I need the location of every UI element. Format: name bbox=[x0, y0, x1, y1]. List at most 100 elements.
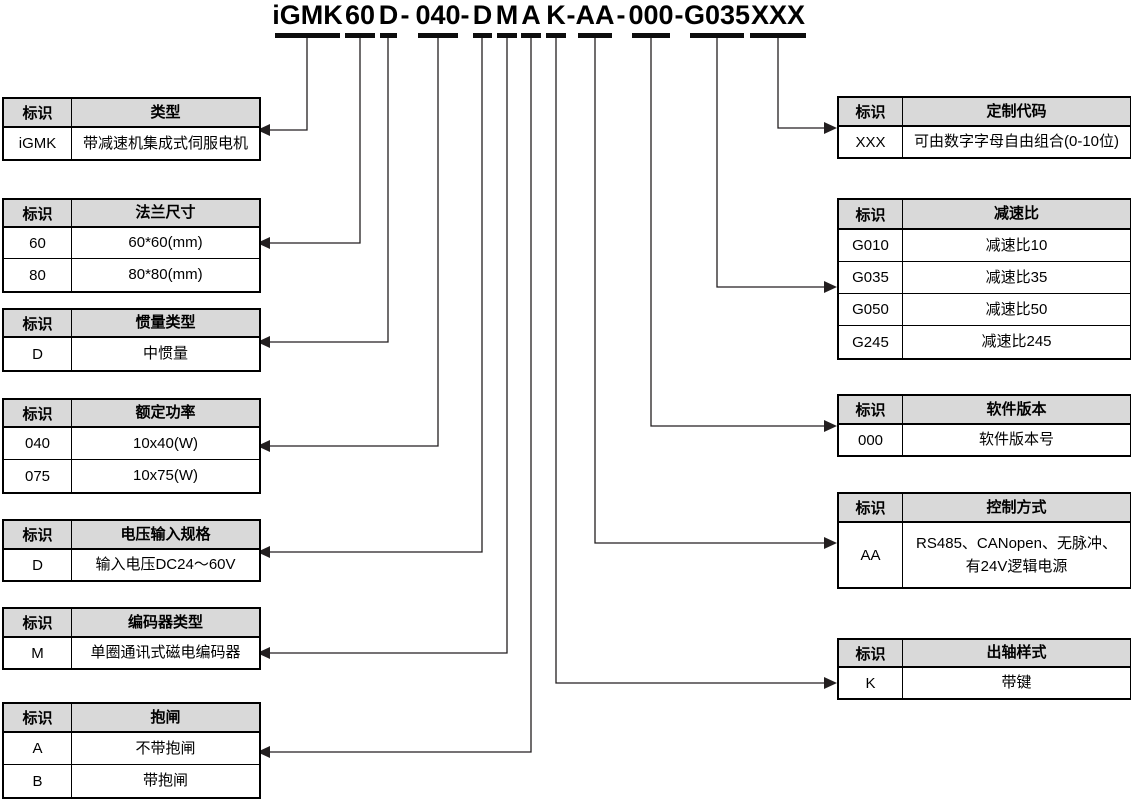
cell-code: K bbox=[839, 668, 903, 698]
code-separator: - bbox=[674, 0, 684, 30]
cell-desc: 减速比50 bbox=[985, 300, 1048, 318]
header-cell-desc: 类型 bbox=[150, 103, 181, 121]
table-header-row: 标识 法兰尺寸 bbox=[4, 200, 259, 228]
header-cell-code: 标识 bbox=[4, 521, 72, 548]
table-header-row: 标识 抱闸 bbox=[4, 704, 259, 733]
connector-line bbox=[650, 38, 824, 427]
header-cell-code: 标识 bbox=[4, 704, 72, 731]
cell-code: 60 bbox=[4, 228, 72, 258]
cell-desc: 单圈通讯式磁电编码器 bbox=[90, 644, 241, 662]
cell-code: G035 bbox=[839, 262, 903, 293]
table-custom-code: 标识 定制代码 XXX 可由数字字母自由组合(0-10位) bbox=[837, 96, 1131, 159]
header-cell-code: 标识 bbox=[4, 609, 72, 636]
cell-desc: 80*80(mm) bbox=[128, 266, 203, 284]
cell-desc: 带抱闸 bbox=[142, 772, 188, 790]
cell-code: XXX bbox=[839, 127, 903, 157]
connector-line bbox=[594, 38, 824, 544]
arrowhead-left-icon bbox=[257, 336, 270, 348]
arrowhead-left-icon bbox=[257, 546, 270, 558]
cell-desc: 带键 bbox=[1001, 674, 1032, 692]
header-cell-code: 标识 bbox=[839, 200, 903, 228]
header-cell-code: 标识 bbox=[839, 98, 903, 125]
table-row: 000 软件版本号 bbox=[839, 425, 1130, 455]
cell-desc: 中惯量 bbox=[142, 345, 188, 363]
header-cell-desc: 软件版本 bbox=[986, 400, 1047, 418]
header-cell-desc: 抱闸 bbox=[150, 708, 181, 726]
cell-code: D bbox=[4, 550, 72, 580]
header-cell-code: 标识 bbox=[4, 310, 72, 336]
code-segment-aa: AA bbox=[575, 0, 615, 30]
header-cell-desc: 电压输入规格 bbox=[120, 525, 211, 543]
table-row: XXX 可由数字字母自由组合(0-10位) bbox=[839, 127, 1130, 157]
cell-code: A bbox=[4, 733, 72, 764]
header-cell-code: 标识 bbox=[839, 640, 903, 666]
cell-desc: 减速比10 bbox=[985, 236, 1048, 254]
code-separator: - bbox=[460, 0, 470, 30]
cell-desc: 软件版本号 bbox=[978, 431, 1054, 449]
segment-underline bbox=[418, 33, 458, 38]
header-cell-desc: 额定功率 bbox=[135, 404, 196, 422]
table-header-row: 标识 类型 bbox=[4, 99, 259, 128]
cell-code: 000 bbox=[839, 425, 903, 455]
segment-underline bbox=[750, 33, 806, 38]
connector-line bbox=[555, 38, 824, 684]
table-row: G010 减速比10 bbox=[839, 230, 1130, 262]
arrowhead-right-icon bbox=[824, 677, 837, 689]
code-segment-m: M bbox=[495, 0, 519, 30]
cell-code: G010 bbox=[839, 230, 903, 261]
cell-desc: 带减速机集成式伺服电机 bbox=[82, 134, 248, 152]
segment-underline bbox=[380, 33, 397, 38]
header-cell-desc: 编码器类型 bbox=[127, 613, 203, 631]
table-header-row: 标识惯量类型 bbox=[4, 310, 259, 338]
table-row: G035 减速比35 bbox=[839, 262, 1130, 294]
arrowhead-right-icon bbox=[824, 420, 837, 432]
cell-code: G050 bbox=[839, 294, 903, 325]
cell-desc: 减速比35 bbox=[985, 268, 1048, 286]
table-row: 80 80*80(mm) bbox=[4, 259, 259, 291]
cell-code: 80 bbox=[4, 259, 72, 291]
table-header-row: 标识控制方式 bbox=[839, 494, 1130, 523]
table-header-row: 标识软件版本 bbox=[839, 396, 1130, 425]
cell-desc: 60*60(mm) bbox=[128, 234, 203, 252]
table-row: K 带键 bbox=[839, 668, 1130, 698]
cell-code: D bbox=[4, 338, 72, 370]
table-flange-size: 标识 法兰尺寸 60 60*60(mm) 80 80*80(mm) bbox=[2, 198, 261, 293]
table-row: 60 60*60(mm) bbox=[4, 228, 259, 259]
header-cell-code: 标识 bbox=[4, 400, 72, 426]
segment-underline bbox=[275, 33, 340, 38]
cell-desc: RS485、CANopen、无脉冲、 有24V逻辑电源 bbox=[916, 534, 1117, 575]
code-segment-040: 040 bbox=[415, 0, 461, 30]
header-cell-desc: 法兰尺寸 bbox=[135, 204, 196, 222]
cell-code: G245 bbox=[839, 326, 903, 358]
header-cell-code: 标识 bbox=[4, 99, 72, 126]
arrowhead-left-icon bbox=[257, 237, 270, 249]
cell-desc: 可由数字字母自由组合(0-10位) bbox=[913, 133, 1119, 151]
code-segment-d: D bbox=[378, 0, 399, 30]
arrowhead-left-icon bbox=[257, 647, 270, 659]
segment-underline bbox=[546, 33, 566, 38]
connector-line bbox=[270, 38, 361, 244]
connector-line bbox=[270, 38, 532, 753]
header-cell-desc: 定制代码 bbox=[986, 102, 1047, 120]
header-cell-code: 标识 bbox=[4, 200, 72, 226]
header-cell-desc: 减速比 bbox=[993, 205, 1039, 223]
arrowhead-left-icon bbox=[257, 124, 270, 136]
table-header-row: 标识 电压输入规格 bbox=[4, 521, 259, 550]
